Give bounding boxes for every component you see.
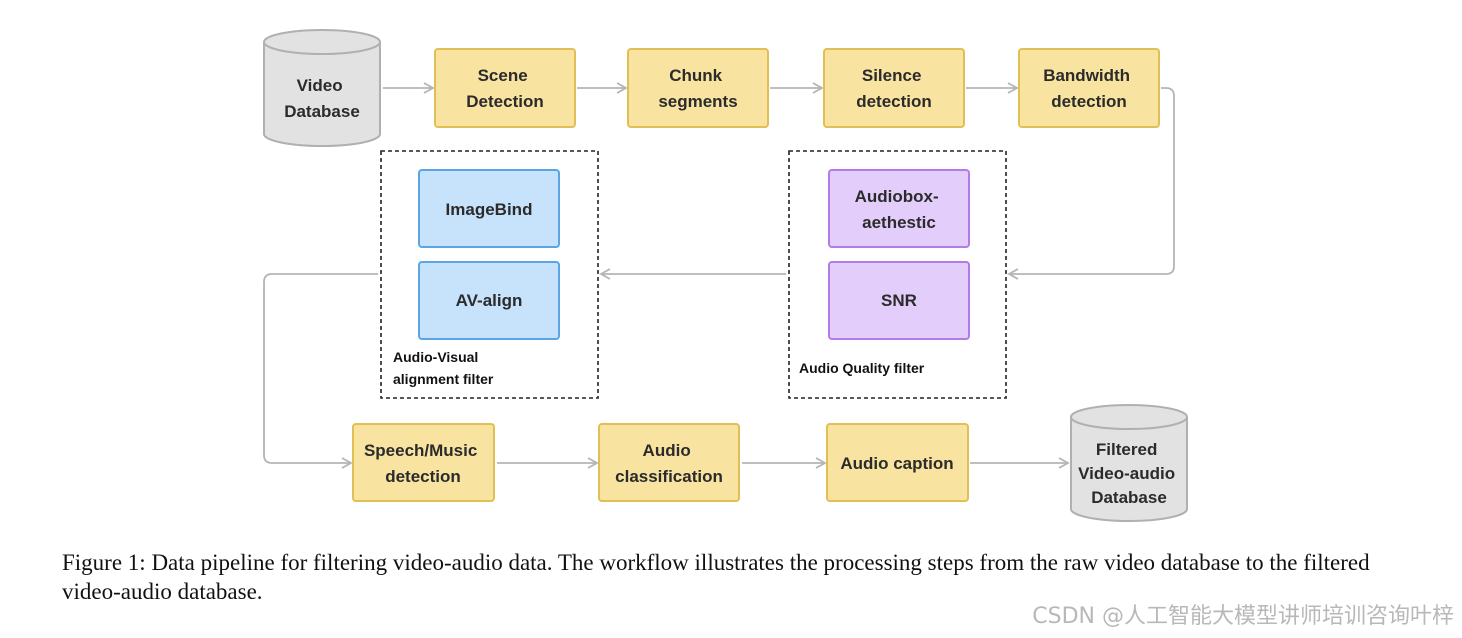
video-database-node: Video Database xyxy=(263,29,381,147)
av-filter-label: Audio-Visual alignment filter xyxy=(393,349,494,387)
svg-text:Speech/Music detection: Speech/Music detection xyxy=(364,441,482,486)
pipeline-diagram: Audio-Visual alignment filter Audio Qual… xyxy=(263,29,1188,522)
edge-bandwidth-to-aq-filter xyxy=(1007,87,1175,280)
svg-text:Scene Detection: Scene Detection xyxy=(466,66,543,111)
chunk-segments-node: Chunk segments xyxy=(627,48,769,128)
scene-detection-node: Scene Detection xyxy=(434,48,576,128)
audio-classification-node: Audio classification xyxy=(598,423,740,502)
snr-node: SNR xyxy=(828,261,970,340)
audio-caption-node: Audio caption xyxy=(826,423,969,502)
av-filter-group xyxy=(380,150,599,399)
video-database-body xyxy=(263,42,381,147)
edges xyxy=(263,82,1175,469)
svg-text:Chunk segments: Chunk segments xyxy=(658,66,737,111)
svg-text:Audio classification: Audio classification xyxy=(615,441,723,486)
filtered-database-top xyxy=(1070,404,1188,430)
filtered-database-label: Filtered Video-audio Database xyxy=(1078,440,1180,507)
svg-text:Audio caption: Audio caption xyxy=(840,454,953,473)
video-database-label: Video Database xyxy=(284,76,360,121)
svg-text:AV-align: AV-align xyxy=(456,291,523,310)
bandwidth-detection-node: Bandwidth detection xyxy=(1018,48,1160,128)
audiobox-aesthetic-node: Audiobox- aethestic xyxy=(828,169,970,248)
filtered-database-node: Filtered Video-audio Database xyxy=(1070,404,1188,522)
silence-detection-node: Silence detection xyxy=(823,48,965,128)
aq-filter-group xyxy=(788,150,1007,399)
filtered-database-body xyxy=(1070,417,1188,522)
svg-text:ImageBind: ImageBind xyxy=(446,200,533,219)
svg-text:Silence detection: Silence detection xyxy=(856,66,932,111)
watermark: CSDN @人工智能大模型讲师培训咨询叶梓 xyxy=(1032,604,1454,629)
av-align-node: AV-align xyxy=(418,261,560,340)
svg-text:Bandwidth detection: Bandwidth detection xyxy=(1043,66,1135,111)
video-database-top xyxy=(263,29,381,55)
speech-music-detection-node: Speech/Music detection xyxy=(352,423,495,502)
figure-caption: Figure 1: Data pipeline for filtering vi… xyxy=(62,550,1370,604)
edge-av-filter-to-speech xyxy=(263,273,378,469)
imagebind-node: ImageBind xyxy=(418,169,560,248)
svg-text:SNR: SNR xyxy=(881,291,917,310)
aq-filter-label: Audio Quality filter xyxy=(799,360,925,376)
svg-text:Audiobox- aethestic: Audiobox- aethestic xyxy=(855,187,944,232)
